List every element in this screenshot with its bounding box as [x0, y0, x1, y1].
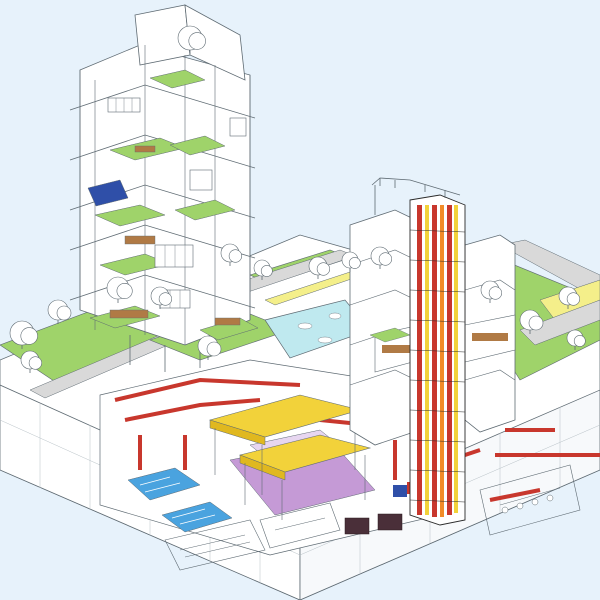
machine-blocks — [344, 513, 403, 535]
window-mullions — [115, 98, 186, 308]
tree-icon — [519, 309, 544, 334]
tree-icon — [47, 299, 72, 324]
bridge-left-interior — [382, 345, 414, 353]
tree-icon — [480, 280, 503, 303]
pool-lily-pads — [297, 312, 342, 344]
basement-rooms — [164, 464, 581, 571]
road-right-lower — [519, 299, 600, 346]
tree-icon-group — [9, 25, 586, 373]
elevator-shaft-icon — [409, 194, 466, 526]
block-blue — [393, 485, 407, 497]
tower-sport-court — [87, 179, 129, 207]
lab-equipment — [139, 476, 216, 525]
tree-icon — [253, 259, 273, 280]
right-building — [349, 177, 516, 526]
tree-icon — [9, 320, 38, 349]
shaft-cross-bars — [409, 229, 466, 503]
road-right — [499, 239, 600, 301]
left-tower — [69, 4, 259, 372]
crane-icon — [208, 394, 372, 520]
tower-columns — [79, 45, 251, 345]
tree-icon — [106, 276, 133, 303]
tree-icon — [150, 286, 172, 309]
wood-decks — [109, 145, 241, 326]
bridge-right-interior — [472, 333, 508, 341]
pumps — [501, 494, 554, 514]
tree-icon — [370, 246, 393, 269]
tree-icon — [220, 243, 242, 266]
tree-icon — [308, 256, 331, 279]
tree-icon — [558, 286, 581, 309]
tree-icon — [197, 335, 222, 360]
basement-equipment — [179, 487, 561, 558]
blue-lab-front — [161, 501, 233, 533]
crane-icon — [371, 177, 461, 215]
tree-icon — [566, 329, 586, 350]
tree-icon — [177, 25, 206, 54]
tree-icon — [20, 350, 43, 373]
tree-icon — [341, 251, 361, 272]
